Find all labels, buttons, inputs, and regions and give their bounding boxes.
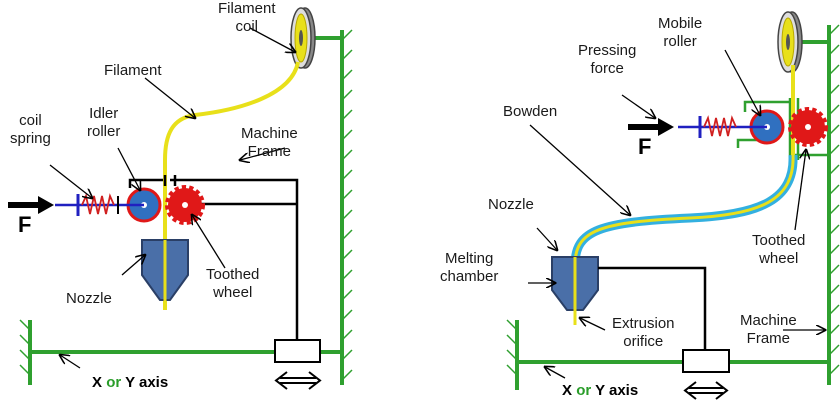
left-toothed-wheel xyxy=(165,185,205,225)
right-melting-chamber-label: Melting chamber xyxy=(440,250,499,285)
left-force-arrow xyxy=(8,196,54,214)
left-motion-arrow xyxy=(274,371,322,390)
right-extrusion-orifice-label: Extrusion orifice xyxy=(612,315,675,350)
right-motion-arrow xyxy=(683,381,729,400)
left-coil-spring xyxy=(55,193,144,216)
right-bowden-label: Bowden xyxy=(503,103,558,120)
right-xy-axis-rail xyxy=(506,319,829,390)
right-support-frame xyxy=(598,266,707,352)
left-support-frame xyxy=(128,175,299,340)
right-machine-frame-label: Machine Frame xyxy=(740,312,797,347)
left-coil-spring-label: coil spring xyxy=(10,112,51,147)
left-toothed-wheel-label: Toothed wheel xyxy=(206,266,260,301)
right-nozzle xyxy=(551,256,599,325)
right-carriage xyxy=(682,349,730,373)
left-filament-coil xyxy=(290,7,316,69)
right-filament-coil xyxy=(777,11,803,73)
left-filament-coil-label: Filament coil xyxy=(218,0,276,35)
right-toothed-wheel-label: Toothed wheel xyxy=(752,232,806,267)
right-force-arrow xyxy=(628,118,674,136)
right-leaders xyxy=(528,49,825,379)
left-idler-roller-label: Idler roller xyxy=(87,105,121,140)
left-axis-label: X or Y axis xyxy=(92,374,169,391)
right-bowden-filament xyxy=(573,154,795,325)
left-nozzle-label: Nozzle xyxy=(66,290,112,307)
left-force-label: F xyxy=(18,212,32,237)
left-filament-label: Filament xyxy=(104,62,162,79)
right-toothed-wheel xyxy=(788,107,828,147)
right-spring xyxy=(678,115,767,138)
right-pressing-force-label: Pressing force xyxy=(578,42,637,77)
left-nozzle xyxy=(141,239,189,305)
left-machine-frame xyxy=(310,29,353,385)
left-machine-frame-label: Machine Frame xyxy=(241,125,298,160)
right-force-label: F xyxy=(638,134,652,159)
right-mobile-roller-label: Mobile roller xyxy=(658,15,703,50)
left-carriage xyxy=(274,339,321,363)
right-axis-label: X or Y axis xyxy=(562,382,639,399)
left-leaders xyxy=(49,27,295,369)
right-nozzle-label: Nozzle xyxy=(488,196,534,213)
